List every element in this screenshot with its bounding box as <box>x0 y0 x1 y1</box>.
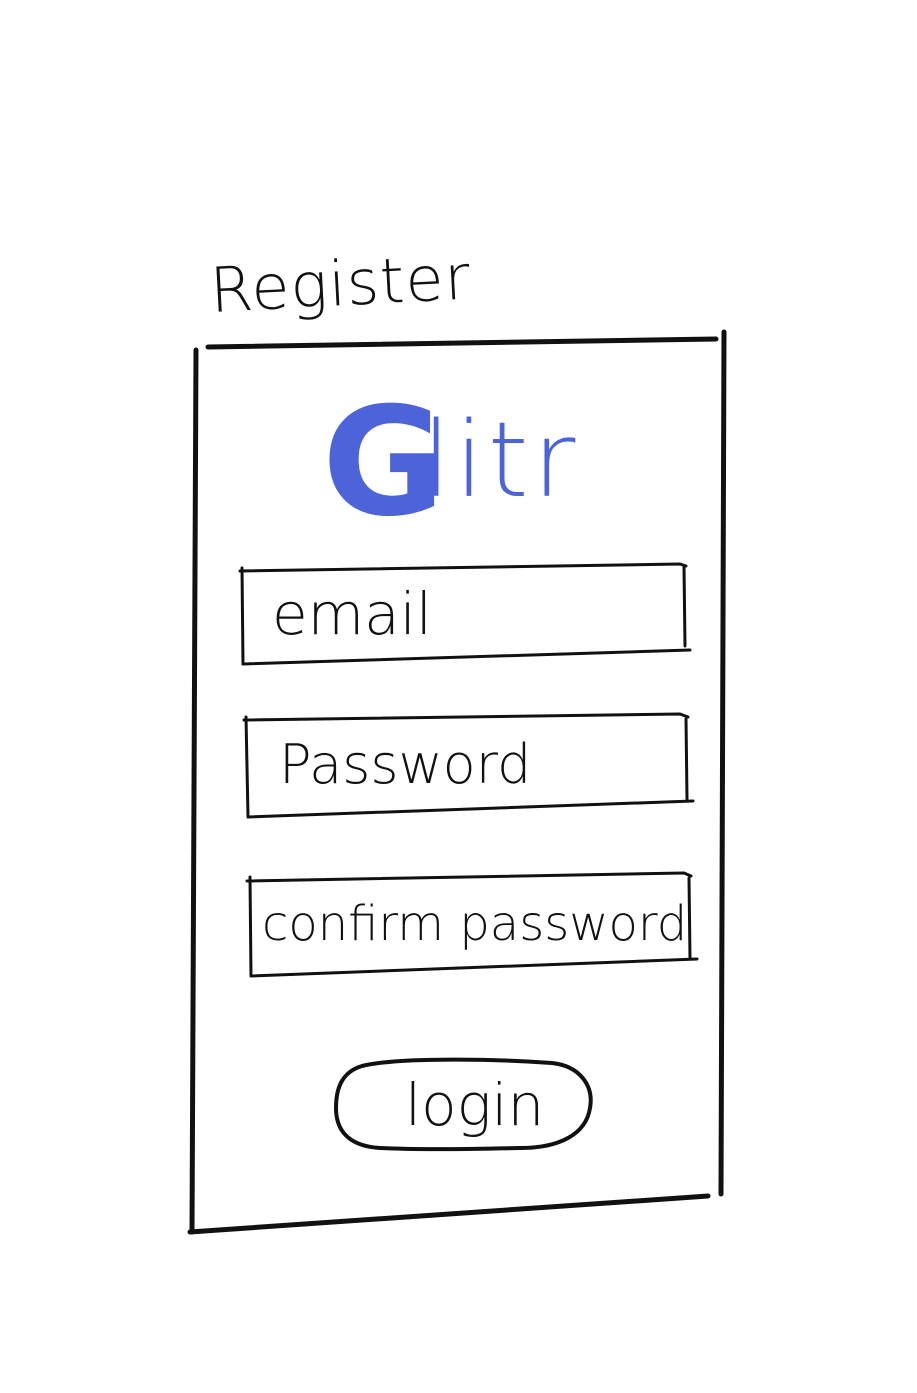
register-panel-border <box>205 336 719 350</box>
glitr-logo: G litr <box>322 388 602 538</box>
page-title: Register <box>208 240 473 327</box>
login-button-label: login <box>405 1071 545 1139</box>
password-placeholder: Password <box>279 733 532 796</box>
password-field[interactable]: Password <box>245 715 693 818</box>
password-box-border <box>242 712 690 722</box>
email-field[interactable]: email <box>240 565 688 665</box>
login-button[interactable]: login <box>333 1060 595 1155</box>
login-button-outline <box>334 1057 593 1152</box>
email-placeholder: email <box>272 580 432 648</box>
logo-initial: G <box>322 376 446 550</box>
logo-wordmark: litr <box>422 399 580 521</box>
confirm-password-placeholder: confirm password <box>262 896 688 952</box>
confirm-password-field[interactable]: confirm password <box>248 875 698 978</box>
confirm-password-box-border <box>245 871 693 883</box>
